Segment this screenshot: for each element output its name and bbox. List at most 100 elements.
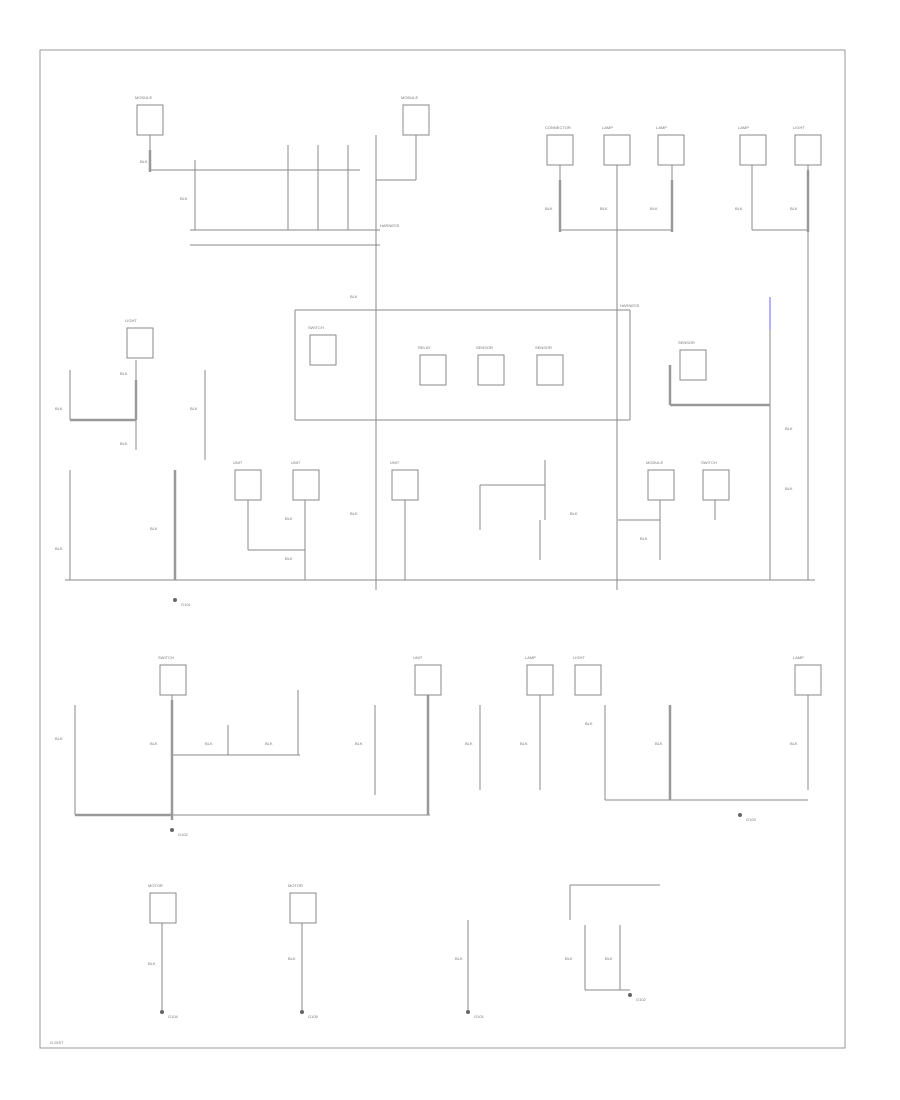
wire-color-label: BLK: [150, 741, 158, 746]
component-label: SWITCH: [701, 460, 717, 465]
component-box: [702, 469, 730, 501]
component-box: [149, 892, 177, 924]
component-box: [794, 134, 822, 166]
wire-color-label: BLK: [785, 486, 793, 491]
wire-color-label: BLK: [545, 206, 553, 211]
wire-color-label: BLK: [790, 206, 798, 211]
ground-icon: [466, 1010, 470, 1014]
wire-color-label: BLK: [565, 956, 573, 961]
wire-color-label: BLK: [790, 741, 798, 746]
wire-color-label: BLK: [785, 426, 793, 431]
component-label: SENSOR: [535, 345, 552, 350]
component-label: LAMP: [602, 125, 613, 130]
ground-label: G101: [181, 602, 192, 607]
harness-label: HARNESS: [620, 303, 640, 308]
component-label: MODULE: [135, 95, 152, 100]
component-label: MODULE: [401, 95, 418, 100]
wire-color-label: BLK: [350, 511, 358, 516]
ground-label: G104: [168, 1014, 179, 1019]
wire-color-label: BLK: [355, 741, 363, 746]
labels: MODULE MODULE CONNECTOR LAMP LAMP LAMP LIGHT LI…: [55, 95, 805, 1019]
component-box: [536, 354, 564, 386]
component-label: MOTOR: [148, 883, 163, 888]
component-box: [647, 469, 675, 501]
wire-color-label: BLK: [205, 741, 213, 746]
wire-color-label: BLK: [600, 206, 608, 211]
component-label: LAMP: [656, 125, 667, 130]
component-label: MOTOR: [288, 883, 303, 888]
component-label: SWITCH: [308, 325, 324, 330]
wire-color-label: BLK: [120, 371, 128, 376]
footer-label: G-DIST: [50, 1040, 64, 1045]
component-label: SWITCH: [158, 655, 174, 660]
wire-color-label: BLK: [640, 536, 648, 541]
component-box: [292, 469, 320, 501]
component-box: [126, 327, 154, 359]
wire-color-label: BLK: [655, 741, 663, 746]
wire-color-label: BLK: [288, 956, 296, 961]
component-box: [419, 354, 447, 386]
component-box: [794, 664, 822, 696]
component-label: LIGHT: [573, 655, 585, 660]
wire-color-label: BLK: [55, 546, 63, 551]
ground-label: G102: [178, 832, 189, 837]
ground-label: G101: [474, 1014, 485, 1019]
ground-label: G103: [746, 817, 757, 822]
component-box: [603, 134, 631, 166]
wire-color-label: BLK: [585, 721, 593, 726]
component-box: [159, 664, 187, 696]
component-box: [657, 134, 685, 166]
component-box: [679, 349, 707, 381]
component-label: LAMP: [525, 655, 536, 660]
component-box: [402, 104, 430, 136]
component-label: LIGHT: [793, 125, 805, 130]
wire-color-label: BLK: [650, 206, 658, 211]
wire-color-label: BLK: [285, 556, 293, 561]
wires: [65, 135, 815, 1010]
wire-color-label: BLK: [605, 956, 613, 961]
wire-color-label: BLK: [455, 956, 463, 961]
component-box: [234, 469, 262, 501]
wire-color-label: BLK: [150, 526, 158, 531]
component-box: [414, 664, 442, 696]
wire-color-label: BLK: [465, 741, 473, 746]
component-box: [739, 134, 767, 166]
component-label: RELAY: [418, 345, 431, 350]
component-label: SENSOR: [678, 340, 695, 345]
wire-color-label: BLK: [520, 741, 528, 746]
wire-color-label: BLK: [120, 441, 128, 446]
component-label: LAMP: [793, 655, 804, 660]
wire-color-label: BLK: [265, 741, 273, 746]
component-label: UNIT: [233, 460, 243, 465]
component-box: [546, 134, 574, 166]
ground-icon: [628, 993, 632, 997]
ground-icon: [170, 828, 174, 832]
ground-icon: [300, 1010, 304, 1014]
component-label: UNIT: [390, 460, 400, 465]
wire-color-label: BLK: [148, 961, 156, 966]
ground-label: G102: [636, 997, 647, 1002]
wire-color-label: BLK: [735, 206, 743, 211]
ground-label: G105: [308, 1014, 319, 1019]
component-label: MODULE: [646, 460, 663, 465]
component-label: LAMP: [738, 125, 749, 130]
diagram-border: [39, 49, 846, 1049]
wire-color-label: BLK: [55, 736, 63, 741]
wire-color-label: BLK: [180, 196, 188, 201]
component-label: LIGHT: [125, 318, 137, 323]
component-box: [309, 334, 337, 366]
component-box: [289, 892, 317, 924]
component-box: [391, 469, 419, 501]
component-box: [526, 664, 554, 696]
wire-color-label: BLK: [55, 406, 63, 411]
harness-label: HARNESS: [380, 223, 400, 228]
wire-color-label: BLK: [285, 516, 293, 521]
ground-icon: [160, 1010, 164, 1014]
wire-color-label: BLK: [190, 406, 198, 411]
components: [126, 104, 822, 1014]
component-label: SENSOR: [476, 345, 493, 350]
wire-color-label: BLK: [570, 511, 578, 516]
ground-icon: [173, 598, 177, 602]
component-label: CONNECTOR: [545, 125, 571, 130]
